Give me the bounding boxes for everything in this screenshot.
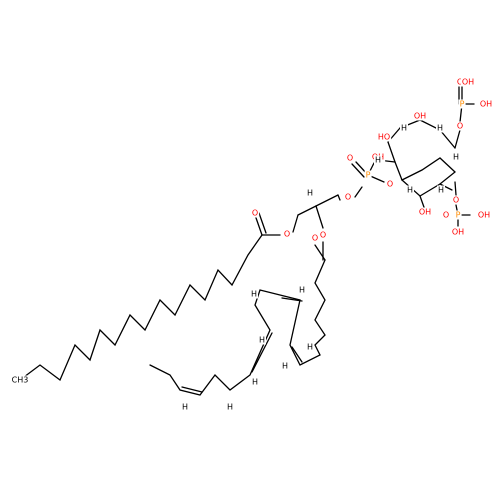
atom-o-carbonyl1: O <box>252 209 258 218</box>
atom-h-chain-5: H <box>259 336 265 345</box>
label-background <box>460 77 476 87</box>
atom-h-chain-1: H <box>251 290 257 299</box>
label-background <box>417 207 433 217</box>
label-background <box>412 111 428 121</box>
label-background <box>451 152 461 162</box>
atom-h-chain-3: H <box>307 343 313 352</box>
label-background <box>455 121 465 131</box>
atom-h-ring-4: H <box>453 153 459 162</box>
label-background <box>385 179 395 189</box>
atom-h-chain-4: H <box>282 362 288 371</box>
atom-o-glycerol-p: O <box>345 193 351 202</box>
palmitoyl-chain <box>19 212 281 382</box>
atom-o-ester1: O <box>284 230 290 239</box>
atom-h-chain-6: H <box>252 378 258 387</box>
label-background <box>364 170 372 180</box>
label-background <box>280 361 290 371</box>
atom-h-ring-2: H <box>401 124 407 133</box>
label-background <box>250 208 260 218</box>
label-background <box>343 192 353 202</box>
atom-h-chain-7: H <box>182 403 188 412</box>
atom-o-p3-double: O <box>457 78 463 87</box>
label-background <box>345 153 355 163</box>
atom-p1: P <box>366 171 371 180</box>
atom-ho-ring-left: HO <box>378 133 390 142</box>
label-background <box>250 377 260 387</box>
label-background <box>318 230 328 240</box>
label-background <box>10 375 30 385</box>
label-background <box>458 99 466 109</box>
atom-h-chain-8: H <box>227 403 233 412</box>
atom-o-p1-double: O <box>347 154 353 163</box>
label-background <box>249 289 259 299</box>
label-background <box>478 99 494 109</box>
label-background <box>405 185 415 195</box>
label-background <box>373 155 383 165</box>
label-background <box>305 342 315 352</box>
label-background <box>451 195 461 205</box>
label-background <box>376 132 392 142</box>
atom-oh-p2: OH <box>478 211 490 220</box>
atom-o-inositol-p3: O <box>457 122 463 131</box>
atom-oh-p2-bottom: OH <box>452 228 464 237</box>
glycerol-backbone <box>292 194 341 233</box>
atom-ch3: CH3 <box>12 376 29 385</box>
atom-o-inositol-p1: O <box>387 180 393 189</box>
atom-h-glycerol: H <box>307 189 313 198</box>
atom-oh-p3a: OH <box>480 100 492 109</box>
label-background <box>225 402 235 412</box>
atom-o-ester2: O <box>320 231 326 240</box>
label-background <box>454 210 462 220</box>
label-background <box>476 210 492 220</box>
atom-h-ring-1: H <box>375 156 381 165</box>
atom-h-chain-2: H <box>299 286 305 295</box>
atom-oh-ring-top: OH <box>414 112 426 121</box>
label-background <box>310 233 320 243</box>
label-background <box>441 210 451 220</box>
label-background <box>435 123 445 133</box>
atom-o-inositol-p2: O <box>453 196 459 205</box>
atom-p3: P <box>460 100 465 109</box>
label-background <box>450 227 466 237</box>
label-background <box>297 285 307 295</box>
label-background <box>257 335 267 345</box>
atom-o-carbonyl2: O <box>312 234 318 243</box>
label-background <box>436 185 446 195</box>
label-background <box>282 229 292 239</box>
label-background <box>455 77 465 87</box>
atom-o-p2-double: O <box>443 211 449 220</box>
atom-h-ring-5: H <box>407 186 413 195</box>
atom-oh-ring-bottom: OH <box>419 208 431 217</box>
atom-h-ring-3: H <box>437 124 443 133</box>
label-background <box>399 123 409 133</box>
linolenoyl-chain <box>149 241 326 396</box>
label-background <box>305 188 315 198</box>
atom-labels: CH3 O O O O O P O OH O HO OH OH O P O OH… <box>10 77 494 412</box>
atom-p2: P <box>456 211 461 220</box>
atom-oh-p3b: OH <box>462 78 474 87</box>
label-background <box>180 402 190 412</box>
atom-h-ring-6: H <box>438 186 444 195</box>
